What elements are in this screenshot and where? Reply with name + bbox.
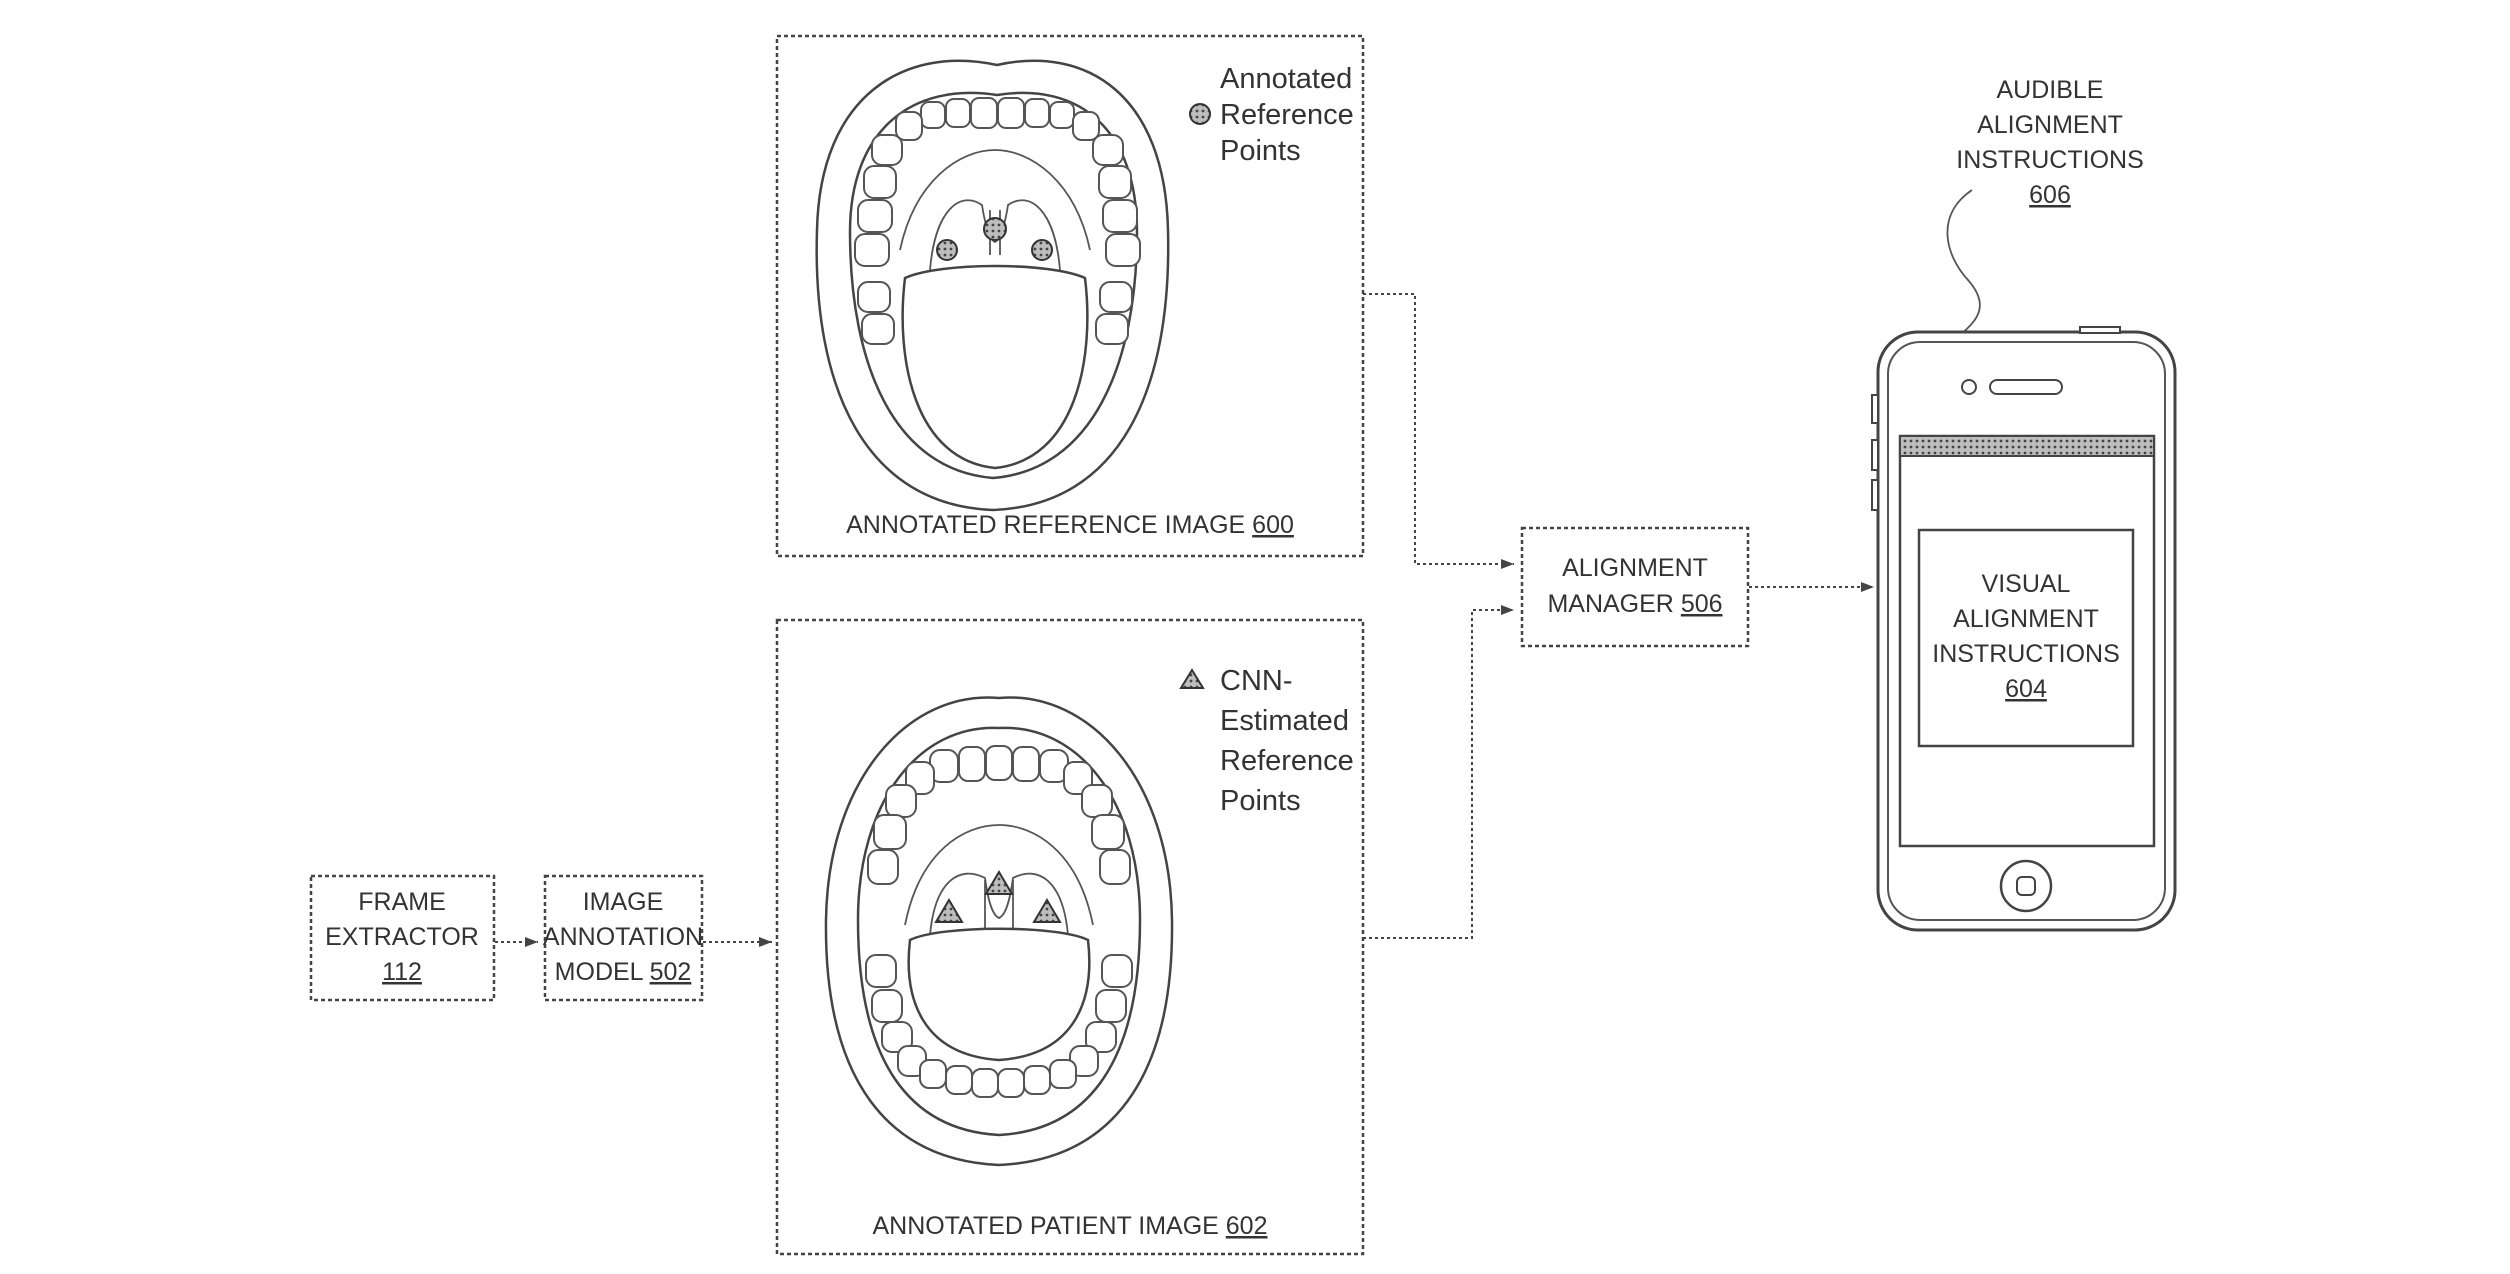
reference-point-dot <box>936 239 958 261</box>
alignment-manager-label-2: MANAGER 506 <box>1547 590 1722 618</box>
reference-point-dot <box>1031 239 1053 261</box>
reference-points <box>936 217 1053 261</box>
visual-ref: 604 <box>2005 675 2047 703</box>
alignment-manager-label-1: ALIGNMENT <box>1562 554 1708 582</box>
alignment-manager-ref: 506 <box>1681 590 1723 618</box>
audible-label-1: AUDIBLE <box>1997 76 2104 104</box>
annotated-reference-image-caption: ANNOTATED REFERENCE IMAGE 600 <box>846 511 1294 539</box>
estimated-point-triangle <box>934 898 964 923</box>
patient-tongue <box>907 927 1091 1062</box>
annotated-patient-image-ref: 602 <box>1226 1212 1268 1240</box>
alignment-manager-label-2-text: MANAGER <box>1547 590 1673 618</box>
visual-label-1: VISUAL <box>1982 570 2071 598</box>
reference-legend-line-1: Annotated <box>1220 63 1352 95</box>
reference-legend: Annotated Reference Points <box>1189 63 1354 167</box>
reference-upper-teeth <box>854 97 1141 345</box>
frame-extractor-ref: 112 <box>382 958 422 986</box>
image-annotation-model-label-3-text: MODEL <box>555 958 644 986</box>
image-annotation-model-box <box>543 874 704 1002</box>
patient-legend-line-3: Reference <box>1220 745 1354 777</box>
image-annotation-model-label-3: MODEL 502 <box>555 958 692 986</box>
patient-mouth-illustration <box>824 696 1174 1167</box>
visual-label-2: ALIGNMENT <box>1953 605 2099 633</box>
smartphone: VISUAL ALIGNMENT INSTRUCTIONS 604 <box>1871 326 2177 932</box>
annotated-patient-image-node: CNN- Estimated Reference Points ANNOTATE… <box>775 618 1365 1256</box>
image-annotation-model-ref: 502 <box>650 958 692 986</box>
frame-extractor-label-1: FRAME <box>358 888 446 916</box>
edge-patient-to-alignment <box>1363 605 1514 939</box>
phone-camera-icon <box>1961 379 1977 395</box>
annotated-reference-image-node: Annotated Reference Points ANNOTATED REF… <box>775 34 1365 558</box>
image-annotation-model-label-1: IMAGE <box>583 888 664 916</box>
annotated-reference-image-ref: 600 <box>1252 511 1294 539</box>
estimated-point-triangle <box>1032 898 1062 923</box>
legend-dot-icon <box>1189 103 1211 125</box>
phone-inner-bezel <box>1887 341 2166 921</box>
patient-upper-teeth <box>867 745 1131 885</box>
visual-alignment-instructions-box <box>1917 528 2135 748</box>
patient-lower-teeth <box>865 954 1133 1098</box>
patient-uvula-arch <box>929 872 1069 936</box>
reference-legend-line-2: Reference <box>1220 99 1354 131</box>
patient-legend-line-1: CNN- <box>1220 665 1293 697</box>
phone-speaker-grille <box>1989 379 2063 395</box>
reference-point-dot <box>983 217 1007 241</box>
visual-label-3: INSTRUCTIONS <box>1932 640 2120 668</box>
phone-home-button <box>1999 859 2053 913</box>
image-annotation-model-node: IMAGE ANNOTATION MODEL 502 <box>543 874 704 1002</box>
phone-side-button <box>1871 394 1879 424</box>
edge-reference-to-alignment <box>1363 293 1514 569</box>
annotated-patient-image-box <box>775 618 1365 1256</box>
patient-legend-line-4: Points <box>1220 785 1301 817</box>
legend-triangle-icon <box>1179 668 1205 689</box>
audible-label-3: INSTRUCTIONS <box>1956 146 2144 174</box>
patient-palate-arch <box>904 824 1094 926</box>
patient-legend-line-2: Estimated <box>1220 705 1349 737</box>
frame-extractor-label-2: EXTRACTOR <box>325 923 479 951</box>
patient-legend: CNN- Estimated Reference Points <box>1179 665 1354 817</box>
phone-top-button <box>2079 326 2121 334</box>
alignment-manager-box <box>1520 526 1750 648</box>
phone-volume-up-button <box>1871 439 1879 471</box>
reference-uvula-arch <box>929 199 1061 271</box>
connectors <box>495 293 1874 947</box>
patient-throat-lines <box>984 880 1014 930</box>
image-annotation-model-label-2: ANNOTATION <box>543 923 703 951</box>
audible-alignment-instructions-node: AUDIBLE ALIGNMENT INSTRUCTIONS 606 <box>1946 76 2144 336</box>
audible-ref: 606 <box>2029 181 2071 209</box>
reference-legend-line-3: Points <box>1220 135 1301 167</box>
estimated-point-triangle <box>984 870 1014 895</box>
reference-palate-arch <box>899 149 1091 251</box>
audible-label-2: ALIGNMENT <box>1977 111 2123 139</box>
home-square-icon <box>2016 876 2036 896</box>
reference-mouth-illustration <box>815 59 1170 512</box>
annotated-patient-image-caption: ANNOTATED PATIENT IMAGE 602 <box>873 1212 1268 1240</box>
reference-tongue <box>901 264 1089 470</box>
phone-volume-down-button <box>1871 479 1879 511</box>
alignment-manager-node: ALIGNMENT MANAGER 506 <box>1520 526 1750 648</box>
audible-leader-line <box>1946 189 1981 336</box>
frame-extractor-node: FRAME EXTRACTOR 112 <box>309 874 496 1002</box>
annotated-reference-image-label: ANNOTATED REFERENCE IMAGE <box>846 511 1245 539</box>
annotated-patient-image-label: ANNOTATED PATIENT IMAGE <box>873 1212 1219 1240</box>
phone-status-bar <box>1899 435 2155 457</box>
patient-estimated-points <box>934 870 1062 923</box>
frame-extractor-box <box>309 874 496 1002</box>
